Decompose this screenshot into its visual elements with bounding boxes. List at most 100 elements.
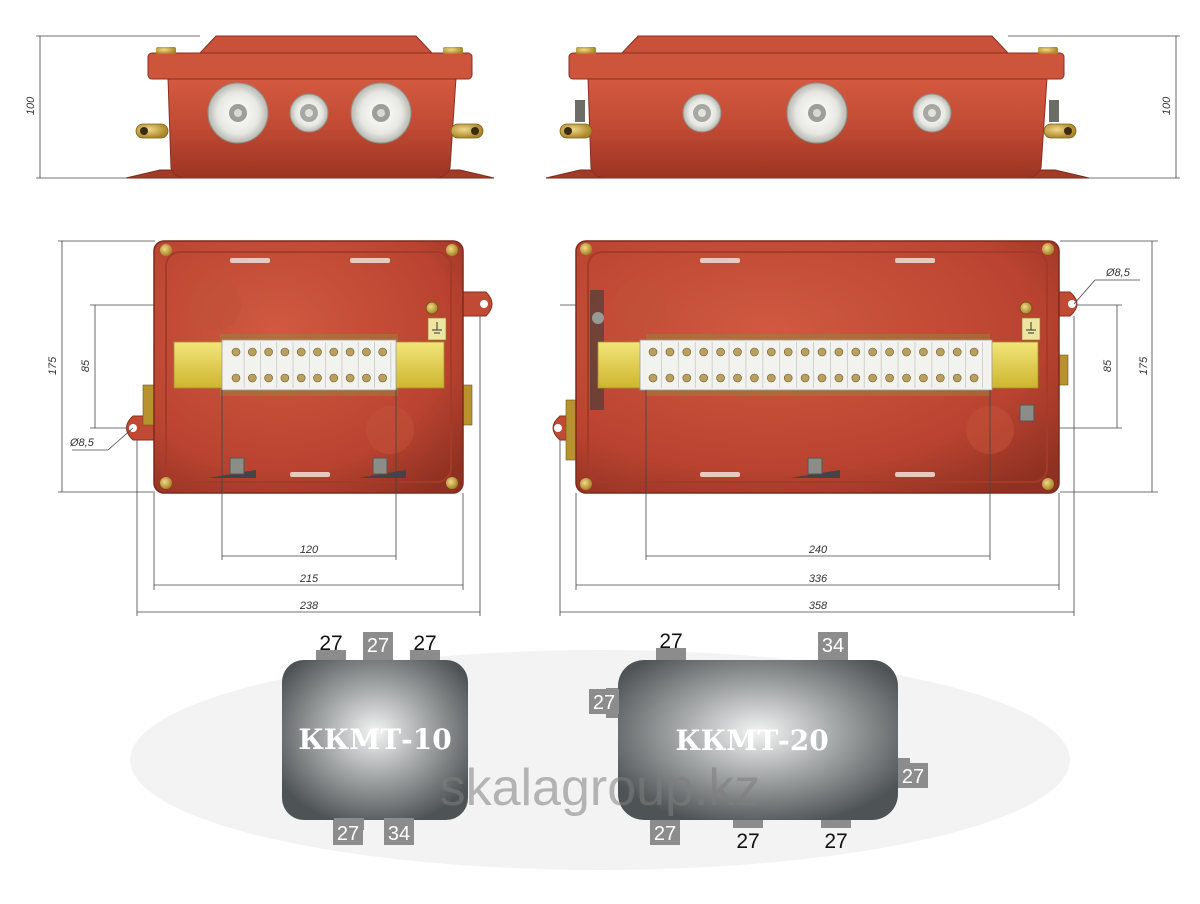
hole-diameter-label: Ø8,5 (69, 437, 95, 449)
dim-120: 120 (300, 544, 319, 556)
terminal-screw-icon (248, 373, 257, 383)
terminal-screw-icon (851, 347, 861, 357)
terminal-screw-icon (716, 373, 725, 383)
stud-icon (208, 457, 256, 478)
terminal-screw-icon (280, 347, 290, 357)
terminal-screw-icon (313, 373, 322, 383)
hole-diameter-label: Ø8,5 (1105, 267, 1131, 279)
terminal-screw-icon (682, 373, 692, 383)
terminal-screw-icon (935, 373, 945, 383)
terminal-screw-icon (648, 347, 658, 357)
terminal-screw-icon (716, 347, 725, 357)
terminal-screw-icon (329, 373, 339, 383)
terminal-screw-icon (378, 347, 388, 357)
height-label: 175 (1138, 356, 1150, 375)
terminal-screw-icon (783, 347, 793, 357)
plan-view-small: 175 85 (47, 240, 493, 616)
terminal-screw-icon (868, 373, 878, 383)
terminal-screw-icon (969, 347, 979, 357)
terminal-screw-icon (851, 373, 861, 383)
stud-icon (358, 457, 406, 478)
port-label-bottom-1: 27 (337, 823, 359, 845)
dim-215: 215 (299, 573, 319, 585)
cable-gland-icon (682, 93, 722, 133)
plan-view-large: 175 85 (552, 240, 1158, 616)
port-label-top-left: 27 (659, 630, 682, 653)
watermark: skalagroup.kz (440, 759, 761, 817)
terminal-screw-icon (750, 373, 759, 383)
terminal-screw-icon (248, 347, 257, 357)
terminal-screw-icon (902, 347, 911, 357)
port-label-top-3: 27 (413, 632, 436, 655)
port-label-bottom-3: 27 (824, 830, 847, 853)
height-label: 175 (47, 356, 59, 375)
terminal-screw-icon (345, 373, 355, 383)
mount-height-label: 85 (1102, 359, 1114, 372)
terminal-screw-icon (750, 347, 759, 357)
mounting-lug-icon (559, 100, 593, 139)
mounting-ear-icon (1055, 291, 1078, 317)
cable-gland-icon (350, 82, 412, 144)
terminal-screw-icon (296, 347, 306, 357)
box-kkmt-20: 27 34 27 27 27 27 27 ККМТ-20 (589, 630, 928, 853)
mounting-lug-icon (135, 123, 169, 139)
box-kkmt-10: 27 27 27 27 34 ККМТ-10 (282, 632, 468, 845)
cable-gland-icon (207, 82, 269, 144)
terminal-screw-icon (935, 347, 945, 357)
dim-238: 238 (299, 600, 319, 612)
cable-gland-icon (786, 82, 848, 144)
port-label-right: 27 (902, 766, 924, 788)
dim-240: 240 (808, 544, 828, 556)
terminal-screw-icon (733, 373, 742, 383)
port-label-top-right: 34 (822, 635, 844, 657)
stud-icon (790, 457, 840, 478)
dim-358: 358 (809, 600, 828, 612)
height-label: 100 (1161, 96, 1173, 115)
port-label-top-2: 27 (367, 635, 389, 657)
terminal-screw-icon (699, 347, 709, 357)
box-name: ККМТ-20 (675, 724, 828, 757)
cable-gland-icon (912, 93, 952, 133)
terminal-screw-icon (766, 373, 776, 383)
port-label-bottom-2: 27 (736, 830, 759, 853)
terminal-screw-icon (648, 373, 658, 383)
terminal-screw-icon (264, 347, 273, 357)
terminal-screw-icon (800, 347, 810, 357)
terminal-screw-icon (800, 373, 810, 383)
terminal-screw-icon (313, 347, 322, 357)
terminal-screw-icon (952, 373, 962, 383)
stud-icon (1019, 404, 1035, 422)
earth-terminal-icon (1019, 301, 1041, 341)
terminal-screw-icon (919, 373, 928, 383)
port-label-bottom-1: 27 (654, 823, 676, 845)
terminal-screw-icon (264, 373, 273, 383)
terminal-screw-icon (834, 373, 844, 383)
front-view-large: 100 (545, 35, 1180, 179)
terminal-screw-icon (733, 347, 742, 357)
terminal-screw-icon (665, 373, 675, 383)
terminal-screw-icon (885, 373, 894, 383)
terminal-screw-icon (969, 373, 979, 383)
front-view-small: 100 (25, 35, 495, 179)
terminal-screw-icon (665, 347, 675, 357)
port-label-bottom-2: 34 (388, 823, 410, 845)
terminal-screw-icon (280, 373, 290, 383)
terminal-screw-icon (783, 373, 793, 383)
terminal-screw-icon (919, 347, 928, 357)
box-name: ККМТ-10 (298, 723, 451, 756)
terminal-screw-icon (817, 347, 827, 357)
terminal-screw-icon (378, 373, 388, 383)
terminal-screw-icon (868, 347, 878, 357)
cable-gland-icon (289, 93, 329, 133)
height-label: 100 (25, 96, 37, 115)
mounting-ear-icon (457, 291, 493, 317)
terminal-screw-icon (885, 347, 894, 357)
terminal-screw-icon (362, 347, 371, 357)
mount-height-label: 85 (80, 359, 92, 372)
port-label-left: 27 (593, 692, 615, 714)
terminal-screw-icon (345, 347, 355, 357)
terminal-screw-icon (231, 347, 241, 357)
terminal-screw-icon (699, 373, 709, 383)
terminal-screw-icon (362, 373, 371, 383)
